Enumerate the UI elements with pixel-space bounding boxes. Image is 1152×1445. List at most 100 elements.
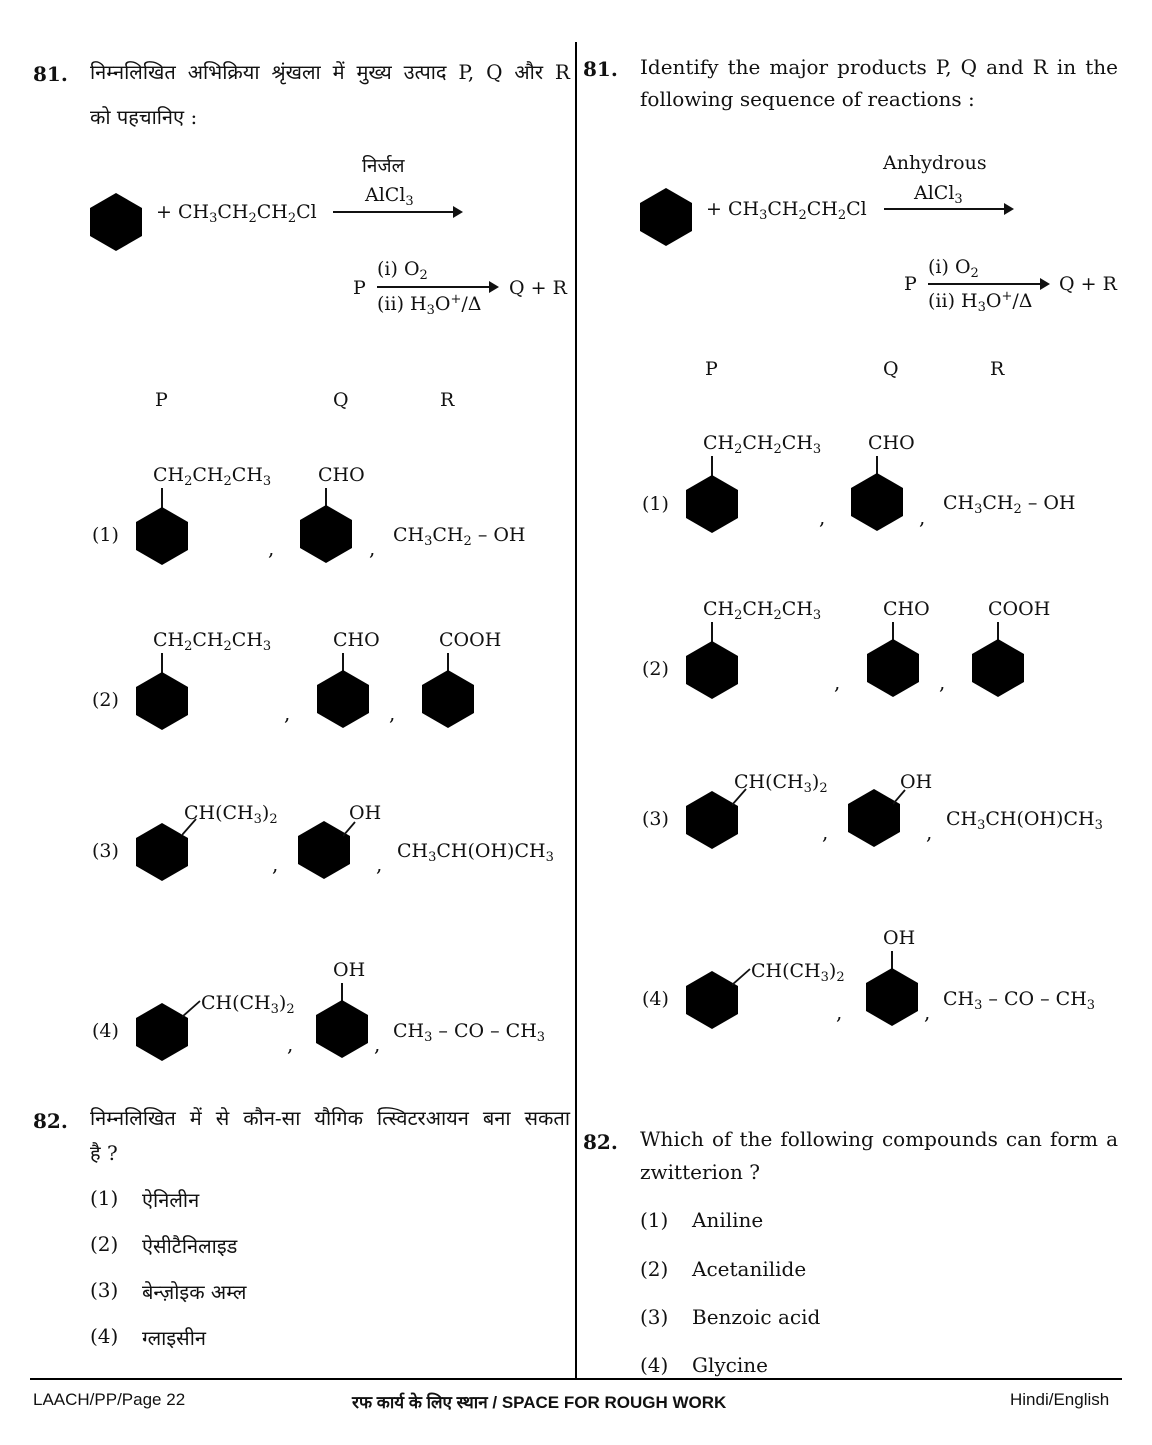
option-number: (1) — [640, 1208, 669, 1232]
question-text: Identify the major products P, Q and R i… — [640, 55, 1118, 79]
reaction-arrow-icon — [377, 281, 499, 293]
footer-rule — [30, 1378, 1122, 1380]
step2-product: Q + R — [509, 277, 567, 299]
option-number: (3) — [92, 840, 119, 862]
step2-reagent-bottom: (ii) H3O+/Δ — [377, 292, 482, 318]
benzene-ring-icon — [134, 670, 190, 732]
step2-reagent-bottom: (ii) H3O+/Δ — [928, 289, 1033, 315]
option-number: (1) — [92, 524, 119, 546]
bond-line — [891, 951, 893, 969]
benzene-ring-icon — [865, 637, 921, 699]
question-text: है ? — [90, 1141, 118, 1165]
benzene-ring-icon — [88, 191, 144, 253]
benzene-ring-icon — [420, 668, 476, 730]
option-text: Glycine — [692, 1353, 768, 1377]
option-text: बेन्ज़ोइक अम्ल — [142, 1280, 247, 1304]
option-number: (2) — [642, 658, 669, 680]
step2-reactant: P — [353, 277, 366, 299]
reagent-top: निर्जल — [362, 155, 405, 177]
question-number: 82. — [583, 1130, 618, 1154]
bond-line — [343, 821, 356, 837]
question-text: निम्नलिखित अभिक्रिया श्रृंखला में मुख्य … — [90, 60, 570, 84]
reagent-top: Anhydrous — [883, 152, 987, 174]
reactant-label: + CH3CH2CH2Cl — [706, 198, 867, 223]
step2-reagent-top: (i) O2 — [928, 256, 979, 281]
compound-label: CH3CH2 – OH — [393, 524, 526, 549]
substituent-label: CH(CH3)2 — [201, 992, 295, 1017]
option-text: Benzoic acid — [692, 1305, 821, 1329]
benzene-ring-icon — [684, 639, 740, 701]
footer-rough-work: रफ कार्य के लिए स्थान / SPACE FOR ROUGH … — [352, 1393, 727, 1412]
compound-label: CH3CH(OH)CH3 — [946, 808, 1103, 833]
column-header-q: Q — [333, 389, 349, 411]
compound-label: CH3 – CO – CH3 — [943, 988, 1096, 1013]
column-header-q: Q — [883, 358, 899, 380]
bond-line — [997, 622, 999, 640]
benzene-ring-icon — [315, 668, 371, 730]
option-number: (4) — [640, 1353, 669, 1377]
substituent-label: CH(CH3)2 — [751, 960, 845, 985]
column-header-r: R — [440, 389, 455, 411]
bond-line — [161, 488, 163, 508]
substituent-label: CH2CH2CH3 — [153, 629, 272, 654]
step2-reactant: P — [904, 273, 917, 295]
question-text: zwitterion ? — [640, 1160, 760, 1184]
benzene-ring-icon — [314, 998, 370, 1060]
option-text: Acetanilide — [692, 1257, 807, 1281]
question-text: Which of the following compounds can for… — [640, 1127, 1118, 1151]
benzene-ring-icon — [134, 505, 190, 567]
bond-line — [161, 653, 163, 673]
substituent-label: CHO — [333, 629, 380, 651]
column-header-p: P — [155, 389, 168, 411]
option-number: (3) — [90, 1278, 119, 1302]
option-number: (2) — [640, 1257, 669, 1281]
option-number: (3) — [642, 808, 669, 830]
step2-reagent-top: (i) O2 — [377, 258, 428, 283]
benzene-ring-icon — [298, 503, 354, 565]
substituent-label: CH2CH2CH3 — [153, 464, 272, 489]
benzene-ring-icon — [638, 186, 694, 248]
benzene-ring-icon — [849, 471, 905, 533]
substituent-label: CHO — [868, 432, 915, 454]
option-text: ग्लाइसीन — [142, 1326, 206, 1350]
column-header-r: R — [990, 358, 1005, 380]
question-text: following sequence of reactions : — [640, 87, 975, 111]
option-number: (4) — [90, 1324, 119, 1348]
substituent-label: CH(CH3)2 — [184, 802, 278, 827]
substituent-label: OH — [883, 927, 916, 949]
bond-line — [876, 456, 878, 474]
bond-line — [732, 788, 747, 806]
column-divider — [575, 42, 577, 1378]
substituent-label: COOH — [439, 629, 502, 651]
option-number: (2) — [90, 1232, 119, 1256]
question-text: निम्नलिखित में से कौन-सा यौगिक त्स्विटरआ… — [90, 1106, 570, 1130]
question-number: 81. — [33, 62, 68, 86]
bond-line — [447, 653, 449, 671]
substituent-label: OH — [349, 802, 382, 824]
bond-line — [182, 818, 197, 836]
reaction-arrow-icon — [884, 203, 1014, 215]
bond-line — [892, 622, 894, 640]
benzene-ring-icon — [684, 473, 740, 535]
compound-label: CH3 – CO – CH3 — [393, 1020, 546, 1045]
reaction-arrow-icon — [333, 206, 463, 218]
bond-line — [341, 983, 343, 1001]
option-text: ऐसीटैनिलाइड — [142, 1234, 238, 1258]
bond-line — [893, 789, 906, 805]
option-text: Aniline — [692, 1208, 764, 1232]
substituent-label: COOH — [988, 598, 1051, 620]
footer-page-id: LAACH/PP/Page 22 — [33, 1390, 186, 1409]
reagent-bottom: AlCl3 — [914, 182, 963, 207]
compound-label: CH3CH2 – OH — [943, 492, 1076, 517]
reactant-label: + CH3CH2CH2Cl — [156, 201, 317, 226]
option-text: ऐनिलीन — [142, 1188, 200, 1212]
substituent-label: CHO — [883, 598, 930, 620]
bond-line — [342, 653, 344, 671]
option-number: (4) — [92, 1020, 119, 1042]
option-number: (3) — [640, 1305, 669, 1329]
reaction-arrow-icon — [928, 278, 1050, 290]
bond-line — [711, 456, 713, 476]
option-number: (1) — [642, 493, 669, 515]
bond-line — [711, 622, 713, 642]
column-header-p: P — [705, 358, 718, 380]
